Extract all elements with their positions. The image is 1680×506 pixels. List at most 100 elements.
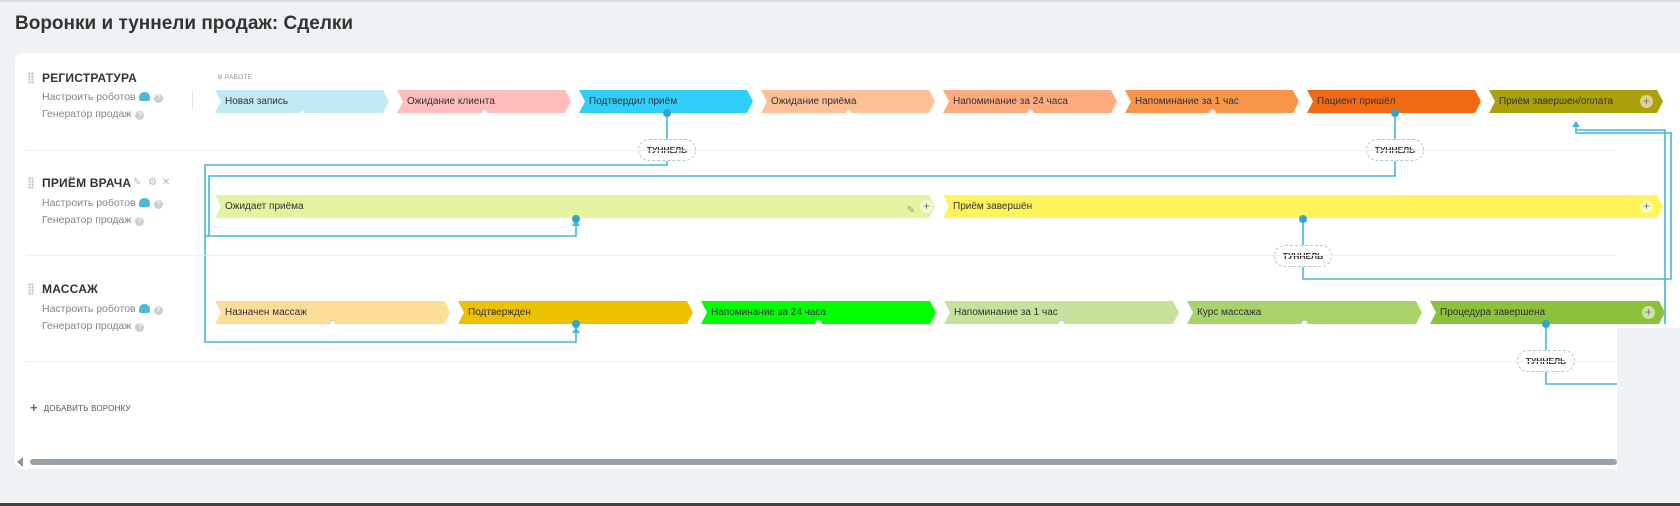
help-icon[interactable]: ? <box>135 323 145 332</box>
stage-connector-dot[interactable] <box>845 109 852 113</box>
funnel-divider <box>26 255 1616 256</box>
sales-generator-label: Генератор продаж <box>42 214 132 226</box>
stage-connector-dot-active[interactable] <box>663 109 671 117</box>
stage-label: Напоминание за 24 часа <box>953 96 1068 107</box>
horizontal-scrollbar[interactable] <box>30 459 1617 465</box>
stage[interactable]: Курс массажа <box>1187 301 1422 324</box>
stage[interactable]: Подтвердил приём <box>579 90 753 113</box>
stage-connector-dot[interactable] <box>815 320 822 324</box>
arrow-head-1 <box>572 220 580 226</box>
stage-connector-dot[interactable] <box>481 109 488 113</box>
stage[interactable]: Новая запись <box>215 90 389 113</box>
sales-generator-link[interactable]: Генератор продаж? <box>42 214 145 226</box>
sales-generator-label: Генератор продаж <box>42 320 132 332</box>
stage[interactable]: Приём завершен/оплата + <box>1489 90 1663 113</box>
stage[interactable]: Ожидание приёма <box>761 90 935 113</box>
configure-robots-label: Настроить роботов <box>42 303 136 315</box>
arrow-head-3 <box>1572 121 1580 127</box>
drag-handle-massazh[interactable] <box>28 283 34 295</box>
stage-connector-dot-active[interactable] <box>1391 109 1399 117</box>
stage[interactable]: Процедура завершена + <box>1430 301 1665 324</box>
in-progress-label: В РАБОТЕ <box>218 74 253 81</box>
stage[interactable]: Ожидает приёма ✎ + <box>215 195 935 218</box>
stage-connector-dot[interactable] <box>1209 109 1216 113</box>
stage-connector-dot-active[interactable] <box>572 215 580 223</box>
bottom-border <box>0 503 1680 506</box>
stage-label: Подтвержден <box>468 307 531 318</box>
funnel-name-priem-vracha: ПРИЁМ ВРАЧА <box>42 176 132 190</box>
close-icon[interactable]: ✕ <box>162 177 171 188</box>
stage-label: Напоминание за 1 час <box>1135 96 1239 107</box>
stage-label: Курс массажа <box>1197 307 1262 318</box>
separator <box>192 90 193 110</box>
help-icon[interactable]: ? <box>153 94 163 103</box>
stage[interactable]: Пациент пришёл <box>1307 90 1481 113</box>
stage-label: Напоминание за 1 час <box>954 307 1058 318</box>
add-stage-plus-icon[interactable]: + <box>1642 306 1655 319</box>
top-border <box>0 0 1680 2</box>
stage-label: Ожидает приёма <box>225 201 304 212</box>
arrow-head-2 <box>572 327 580 333</box>
stage[interactable]: Назначен массаж <box>215 301 450 324</box>
android-robot-icon <box>138 304 150 313</box>
edit-icon[interactable]: ✎ <box>133 177 142 188</box>
add-stage-plus-icon[interactable]: + <box>1640 200 1653 213</box>
help-icon[interactable]: ? <box>153 200 163 209</box>
stage-connector-dot[interactable] <box>1301 320 1308 324</box>
add-stage-plus-icon[interactable]: + <box>920 200 933 213</box>
stage-label: Напоминание за 24 часа <box>711 307 826 318</box>
stage-label: Назначен массаж <box>225 307 307 318</box>
sales-generator-link[interactable]: Генератор продаж? <box>42 320 145 332</box>
tunnel-line-4b <box>1576 129 1666 324</box>
settings-icon[interactable]: ⚙ <box>148 177 157 188</box>
sales-generator-link[interactable]: Генератор продаж? <box>42 108 145 120</box>
stage[interactable]: Подтвержден <box>458 301 693 324</box>
stage-label: Подтвердил приём <box>589 96 678 107</box>
configure-robots-link[interactable]: Настроить роботов? <box>42 303 163 315</box>
android-robot-icon <box>138 92 150 101</box>
android-robot-icon <box>138 198 150 207</box>
sales-generator-label: Генератор продаж <box>42 108 132 120</box>
configure-robots-label: Настроить роботов <box>42 197 136 209</box>
scroll-left-arrow-icon[interactable] <box>17 457 23 467</box>
tunnel-badge[interactable]: ТУННЕЛЬ <box>1274 245 1332 267</box>
stage[interactable]: Напоминание за 24 часа <box>701 301 936 324</box>
configure-robots-label: Настроить роботов <box>42 91 136 103</box>
stage[interactable]: Напоминание за 1 час <box>944 301 1179 324</box>
help-icon[interactable]: ? <box>153 306 163 315</box>
stage-label: Процедура завершена <box>1440 307 1546 318</box>
stage[interactable]: Напоминание за 1 час <box>1125 90 1299 113</box>
funnel-divider <box>26 150 1616 151</box>
configure-robots-link[interactable]: Настроить роботов? <box>42 197 163 209</box>
plus-icon: + <box>30 400 38 415</box>
add-stage-plus-icon[interactable]: + <box>1640 95 1653 108</box>
tunnel-line-4 <box>1545 324 1617 385</box>
funnel-name-massazh: МАССАЖ <box>42 282 99 296</box>
help-icon[interactable]: ? <box>135 217 145 226</box>
stage-label: Ожидание приёма <box>771 96 857 107</box>
tunnel-line-1b <box>204 236 577 343</box>
stage-connector-dot[interactable] <box>1058 320 1065 324</box>
stage-connector-dot[interactable] <box>329 320 336 324</box>
stage-connector-dot-active[interactable] <box>1299 215 1307 223</box>
stage[interactable]: Приём завершён + <box>943 195 1663 218</box>
stage-label: Приём завершён <box>953 201 1033 212</box>
stage[interactable]: Ожидание клиента <box>397 90 571 113</box>
funnel-divider <box>26 361 1616 362</box>
stage-connector-dot-active[interactable] <box>1542 320 1550 328</box>
funnel-name-registratura: РЕГИСТРАТУРА <box>42 71 137 85</box>
stage-connector-dot[interactable] <box>299 109 306 113</box>
help-icon[interactable]: ? <box>135 111 145 120</box>
stage[interactable]: Напоминание за 24 часа <box>943 90 1117 113</box>
stage-connector-dot-active[interactable] <box>572 320 580 328</box>
stage-label: Ожидание клиента <box>407 96 495 107</box>
add-funnel-label: ДОБАВИТЬ ВОРОНКУ <box>43 404 131 413</box>
edit-stage-icon[interactable]: ✎ <box>906 205 915 216</box>
stage-connector-dot[interactable] <box>1027 109 1034 113</box>
funnels-panel <box>15 53 1680 469</box>
configure-robots-link[interactable]: Настроить роботов? <box>42 91 163 103</box>
drag-handle-priem-vracha[interactable] <box>28 177 34 189</box>
add-funnel-button[interactable]: + ДОБАВИТЬ ВОРОНКУ <box>30 400 131 415</box>
drag-handle-registratura[interactable] <box>28 72 34 84</box>
page-title: Воронки и туннели продаж: Сделки <box>15 13 354 34</box>
